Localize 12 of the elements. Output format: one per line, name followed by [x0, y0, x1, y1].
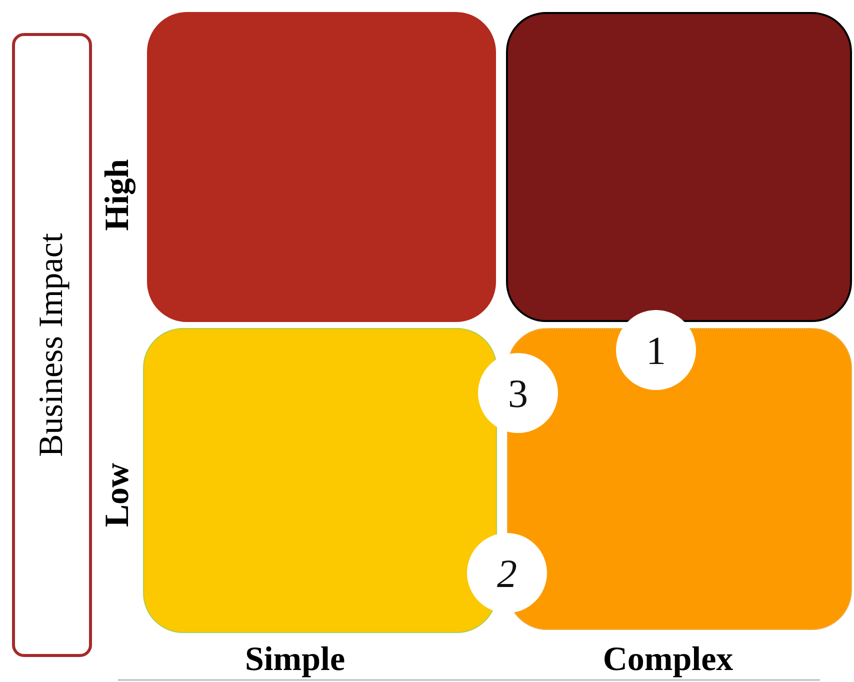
axis-title-box — [12, 33, 92, 657]
axis-label: Simple — [244, 641, 346, 679]
axis-title: Business Impact — [33, 233, 71, 457]
quadrant-box — [147, 12, 496, 322]
quadrant-box — [143, 328, 497, 633]
axis-label: Low — [99, 462, 137, 528]
callout-number: 1 — [646, 326, 666, 374]
quadrant-box — [506, 12, 852, 322]
callout-number: 2 — [497, 550, 517, 596]
callout-number: 3 — [508, 370, 528, 416]
axis-label: High — [99, 159, 137, 231]
axis-label: Complex — [602, 641, 734, 679]
